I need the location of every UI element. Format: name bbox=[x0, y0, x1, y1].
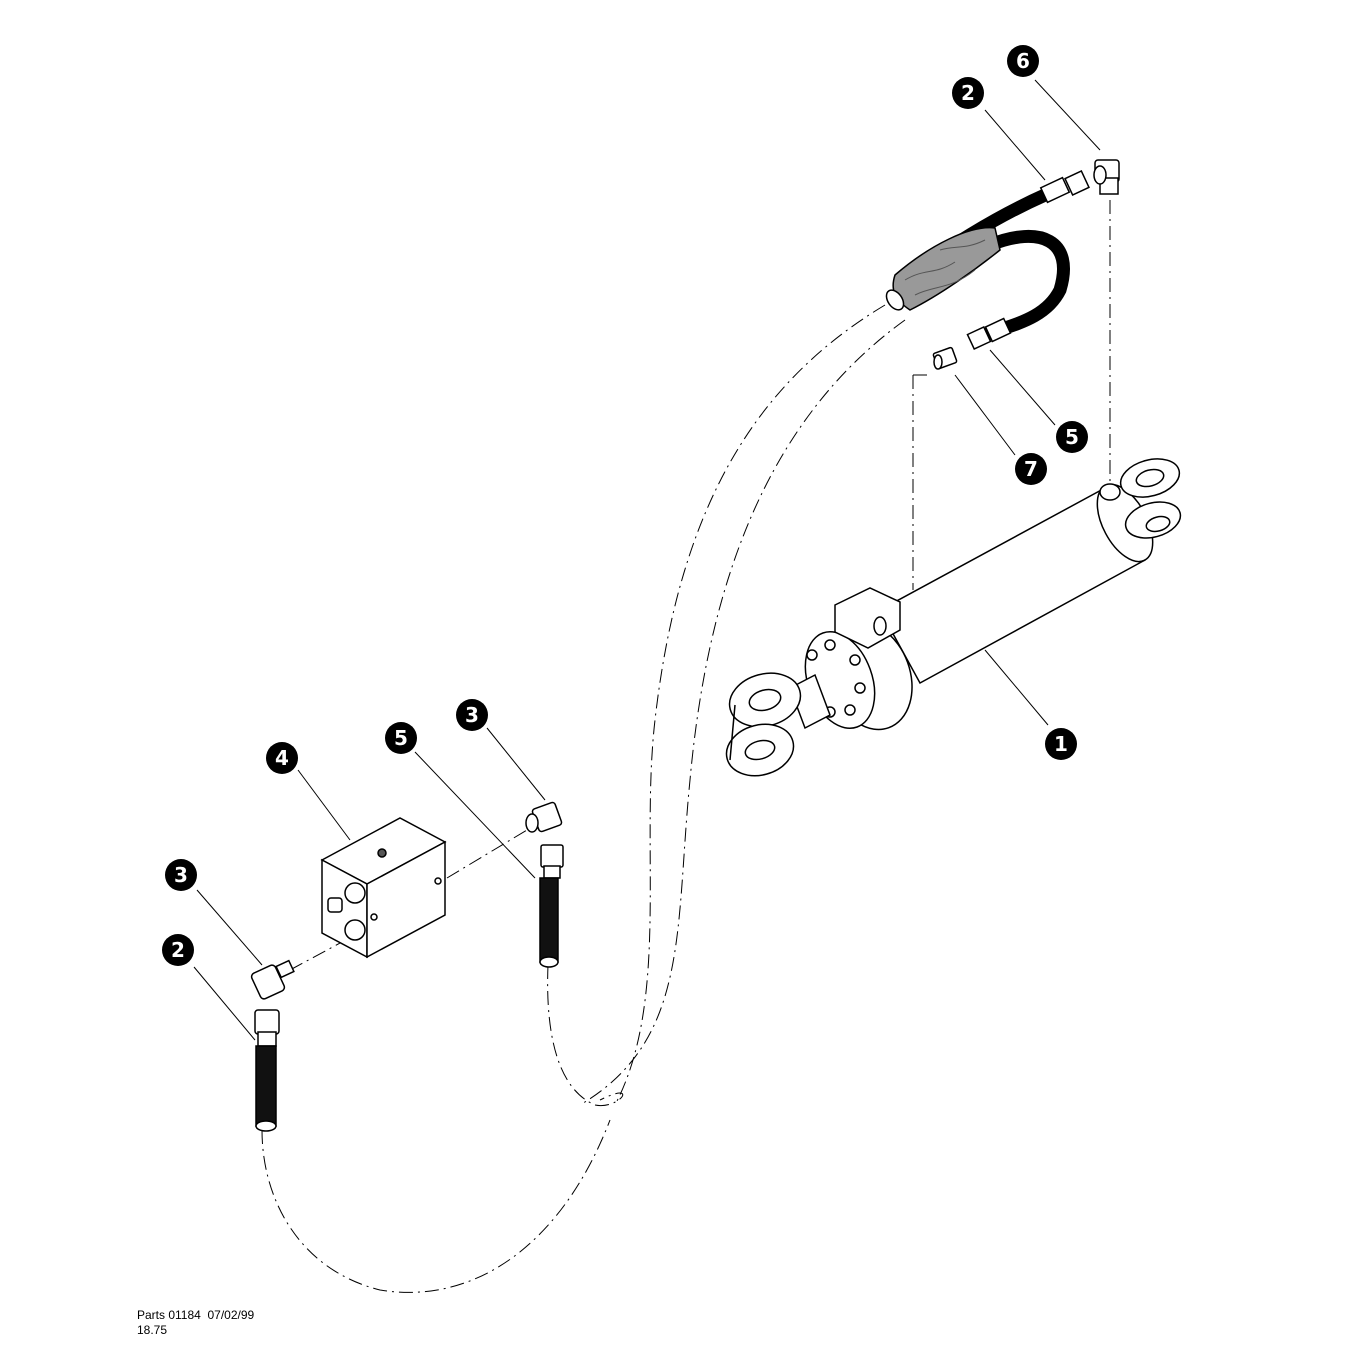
rear-clevis bbox=[1119, 458, 1182, 539]
hose-end-fitting-upper bbox=[1039, 170, 1090, 204]
routing-line-short-hose bbox=[547, 964, 624, 1107]
leader-line bbox=[1034, 79, 1101, 151]
routing-line-bottom-loop bbox=[261, 1119, 611, 1293]
leader-line bbox=[196, 889, 263, 966]
callout-item-6: 6 bbox=[1007, 45, 1039, 77]
callout-item-2-bottom: 2 bbox=[162, 934, 194, 966]
leader-line bbox=[989, 349, 1056, 426]
callout-item-3-right: 3 bbox=[456, 699, 488, 731]
hose-routing-lines bbox=[261, 200, 1111, 1293]
valve-block-plug bbox=[327, 897, 343, 913]
leader-line bbox=[984, 109, 1046, 181]
valve-block-small-hole bbox=[370, 913, 378, 921]
routing-line-upper-outer bbox=[614, 304, 886, 1106]
short-hose-cut-end bbox=[539, 956, 559, 968]
piston-rod bbox=[789, 673, 831, 730]
elbow-fitting-3-left bbox=[250, 959, 295, 1000]
port-block-hole bbox=[873, 616, 887, 636]
valve-block-port-upper bbox=[344, 882, 366, 904]
callout-item-5-top: 5 bbox=[1056, 421, 1088, 453]
drawing-reference: Parts 01184 07/02/99 bbox=[137, 1308, 255, 1322]
callout-item-7: 7 bbox=[1015, 453, 1047, 485]
svg-text:2: 2 bbox=[171, 938, 185, 962]
svg-text:3: 3 bbox=[465, 703, 479, 727]
hydraulic-cylinder bbox=[725, 458, 1182, 777]
upper-hose-loop bbox=[978, 229, 1070, 342]
short-hose-body bbox=[539, 877, 559, 963]
valve-block-top-port bbox=[377, 848, 387, 858]
upper-hose-assembly bbox=[885, 170, 1090, 351]
valve-block-side bbox=[366, 840, 446, 959]
svg-text:3: 3 bbox=[174, 863, 188, 887]
front-clevis bbox=[725, 672, 802, 777]
adapter-fitting-7 bbox=[932, 346, 958, 370]
short-hose-5 bbox=[539, 844, 564, 968]
callout-item-2-top: 2 bbox=[952, 77, 984, 109]
lower-hose-2 bbox=[254, 1009, 280, 1132]
line-block-to-fitting-3 bbox=[446, 829, 528, 879]
leader-line bbox=[297, 769, 351, 841]
svg-text:7: 7 bbox=[1024, 457, 1038, 481]
leader-line bbox=[414, 751, 536, 879]
elbow-fitting-6 bbox=[1093, 159, 1120, 195]
callout-item-4: 4 bbox=[266, 742, 298, 774]
hose-cut-end bbox=[885, 289, 905, 311]
line-fitting-7-to-port bbox=[912, 374, 930, 590]
svg-text:2: 2 bbox=[961, 81, 975, 105]
leader-line bbox=[984, 649, 1049, 726]
drawing-footer: Parts 01184 07/02/99 18.75 bbox=[137, 1308, 254, 1338]
svg-text:5: 5 bbox=[394, 726, 408, 750]
leader-line bbox=[486, 727, 546, 801]
cylinder-rear-port bbox=[1099, 483, 1121, 501]
routing-line-upper-inner bbox=[579, 319, 906, 1106]
hose-sleeve-texture bbox=[904, 239, 986, 296]
lower-hose-body bbox=[255, 1045, 277, 1127]
leader-line bbox=[954, 374, 1016, 456]
callout-item-5-bottom: 5 bbox=[385, 722, 417, 754]
callout-item-1: 1 bbox=[1045, 728, 1077, 760]
svg-text:4: 4 bbox=[275, 746, 289, 770]
leader-lines bbox=[193, 79, 1101, 1041]
valve-block-side-hole bbox=[434, 877, 442, 885]
leader-line bbox=[193, 966, 256, 1041]
callout-balloons: 1 2 6 5 7 3 5 4 bbox=[162, 45, 1088, 966]
callout-item-3-left: 3 bbox=[165, 859, 197, 891]
lower-hose-cut-end bbox=[255, 1120, 277, 1132]
drawing-page-number: 18.75 bbox=[137, 1323, 168, 1337]
valve-block-port-lower bbox=[344, 919, 366, 941]
svg-text:5: 5 bbox=[1065, 425, 1079, 449]
hose-end-fitting-lower bbox=[966, 317, 1012, 351]
svg-text:1: 1 bbox=[1054, 732, 1068, 756]
valve-block bbox=[320, 817, 447, 959]
elbow-fitting-3-right bbox=[525, 801, 563, 833]
svg-text:6: 6 bbox=[1016, 49, 1030, 73]
